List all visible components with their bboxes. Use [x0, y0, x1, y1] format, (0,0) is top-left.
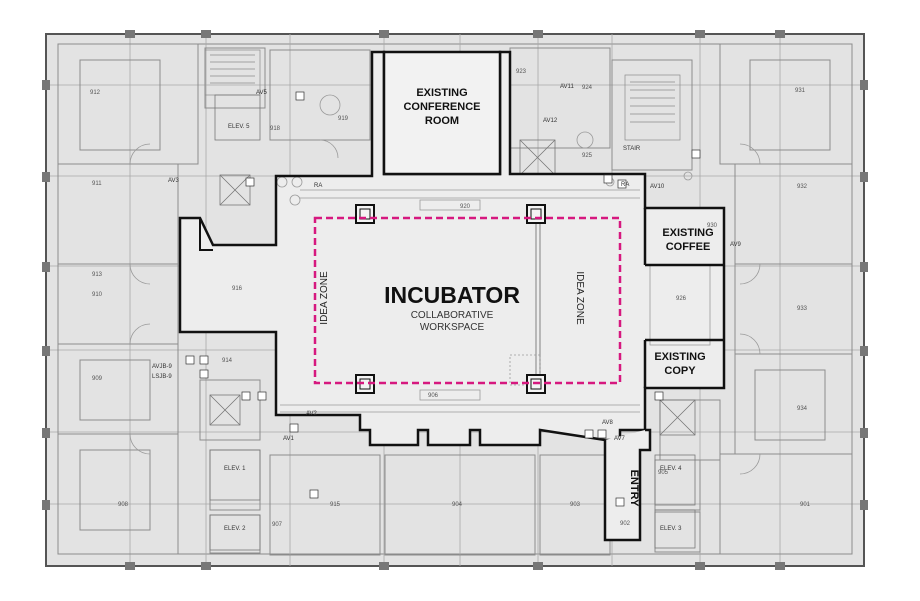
- existing-coffee-label-2: COFFEE: [666, 241, 711, 253]
- tag-ra-1: RA: [314, 183, 322, 189]
- room-916: 916: [232, 286, 243, 292]
- tag-lsjb9: LSJB-9: [152, 374, 172, 380]
- room-904: 904: [452, 502, 463, 508]
- room-934: 934: [797, 406, 808, 412]
- room-932: 932: [797, 184, 808, 190]
- existing-copy-label-1: EXISTING: [654, 351, 705, 363]
- room-911: 911: [92, 181, 102, 187]
- room-901: 901: [800, 502, 811, 508]
- tag-elev4: ELEV. 4: [660, 466, 682, 472]
- tag-elev1: ELEV. 1: [224, 466, 246, 472]
- tag-elev5: ELEV. 5: [228, 124, 250, 130]
- existing-conference-label-3: ROOM: [425, 115, 459, 127]
- room-914: 914: [222, 358, 233, 364]
- room-925: 925: [582, 153, 593, 159]
- incubator-boundary: [178, 50, 726, 447]
- room-918: 918: [270, 126, 281, 132]
- entry-corridor: [603, 428, 652, 542]
- room-905: 905: [658, 470, 669, 476]
- room-933: 933: [797, 306, 808, 312]
- room-912: 912: [90, 90, 101, 96]
- tag-av12: AV12: [543, 118, 558, 124]
- incubator-area-fill: [180, 52, 724, 445]
- left-notch: [199, 218, 213, 251]
- existing-copy-label-2: COPY: [664, 365, 696, 377]
- incubator-subtitle-1: COLLABORATIVE: [411, 310, 494, 321]
- room-931: 931: [795, 88, 806, 94]
- room-915: 915: [330, 502, 341, 508]
- room-919: 919: [338, 116, 349, 122]
- tag-av1: AV1: [283, 436, 295, 442]
- room-909: 909: [92, 376, 103, 382]
- room-907: 907: [272, 522, 283, 528]
- room-923: 923: [516, 69, 527, 75]
- room-930: 930: [707, 223, 718, 229]
- room-913: 913: [92, 272, 103, 278]
- existing-conference-label-2: CONFERENCE: [403, 101, 480, 113]
- tag-elev3: ELEV. 3: [660, 526, 682, 532]
- tag-av2: AV2: [306, 411, 318, 417]
- idea-zone-left-label: IDEA ZONE: [319, 271, 330, 325]
- perimeter-columns: [42, 30, 868, 570]
- tag-elev2: ELEV. 2: [224, 526, 246, 532]
- tag-av11: AV11: [560, 84, 574, 90]
- tag-avjb9: AVJB-9: [152, 364, 173, 370]
- room-920: 920: [460, 204, 471, 210]
- room-906: 906: [428, 393, 439, 399]
- entry-label: ENTRY: [628, 470, 640, 508]
- tag-av5: AV5: [256, 90, 268, 96]
- tag-av3: AV3: [168, 178, 180, 184]
- incubator-subtitle-2: WORKSPACE: [420, 322, 485, 333]
- room-902: 902: [620, 521, 631, 527]
- room-924: 924: [582, 85, 593, 91]
- tag-av9: AV9: [730, 242, 742, 248]
- tag-av7: AV7: [614, 436, 626, 442]
- existing-coffee-label-1: EXISTING: [662, 227, 713, 239]
- room-903: 903: [570, 502, 581, 508]
- room-numbers: 912 918 919 911 913 916 910 909 914 908 …: [90, 69, 811, 528]
- equipment-tags: ELEV. 5 ELEV. 1 ELEV. 2 ELEV. 4 ELEV. 3 …: [152, 84, 742, 532]
- corridor-details: [276, 171, 711, 413]
- incubator-title: INCUBATOR: [384, 282, 520, 308]
- space-labels: EXISTING CONFERENCE ROOM EXISTING COFFEE…: [319, 87, 714, 507]
- equipment-boxes: [185, 91, 701, 507]
- incubator-zone-outline: [313, 216, 622, 385]
- tag-ra-2: RA: [621, 182, 629, 188]
- idea-zone-right-label: IDEA ZONE: [574, 271, 585, 325]
- tag-stair: STAIR: [623, 146, 641, 152]
- room-926: 926: [676, 296, 687, 302]
- tag-av10: AV10: [650, 184, 665, 190]
- tag-av8: AV8: [602, 420, 614, 426]
- room-910: 910: [92, 292, 103, 298]
- existing-conference-room: [382, 50, 502, 176]
- room-908: 908: [118, 502, 129, 508]
- existing-conference-label-1: EXISTING: [416, 87, 467, 99]
- elevator-shafts: [209, 94, 696, 551]
